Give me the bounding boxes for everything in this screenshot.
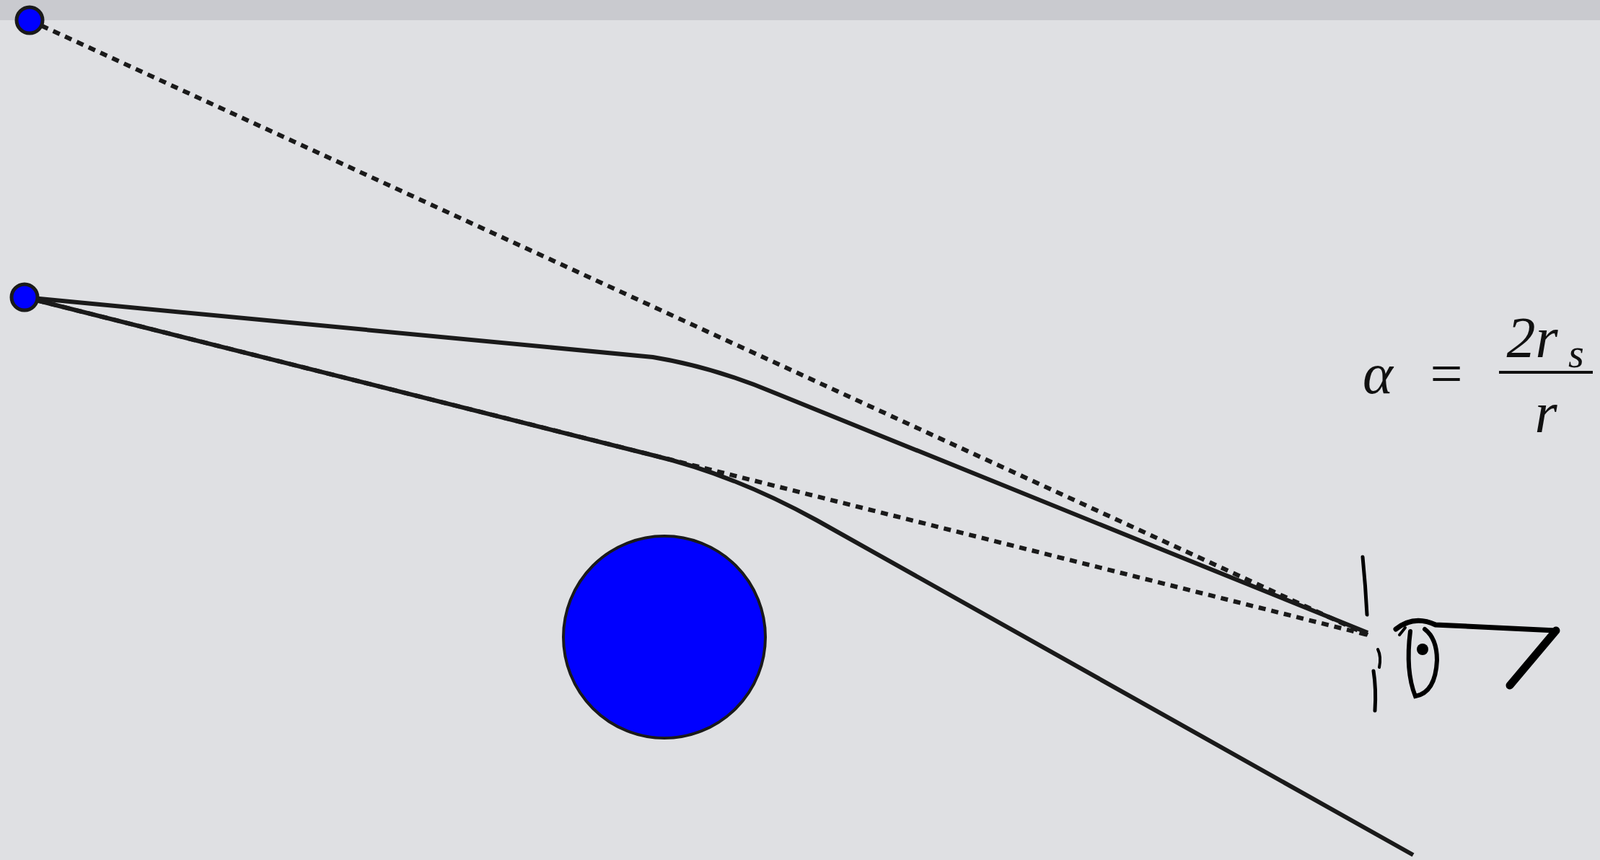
formula-subscript: s (1568, 333, 1585, 374)
eye-stroke (1399, 627, 1406, 635)
formula-symbol: α (1362, 344, 1393, 403)
star (11, 284, 38, 311)
observer-eye (1362, 556, 1556, 711)
light-ray (24, 297, 1414, 855)
lens-mass (563, 535, 766, 738)
star (16, 7, 43, 34)
formula-numerator: 2r (1506, 308, 1558, 367)
top-bar (0, 0, 1600, 21)
eye-brow (1395, 620, 1556, 631)
eye-outline (1509, 630, 1556, 686)
eye-pupil (1416, 643, 1429, 656)
formula-operator: = (1429, 344, 1463, 403)
eye-stroke (1362, 556, 1367, 615)
eye-stroke (1377, 649, 1380, 668)
eye-stroke (1373, 670, 1376, 711)
formula-denominator: r (1534, 383, 1557, 442)
eye-outline (1408, 629, 1437, 697)
